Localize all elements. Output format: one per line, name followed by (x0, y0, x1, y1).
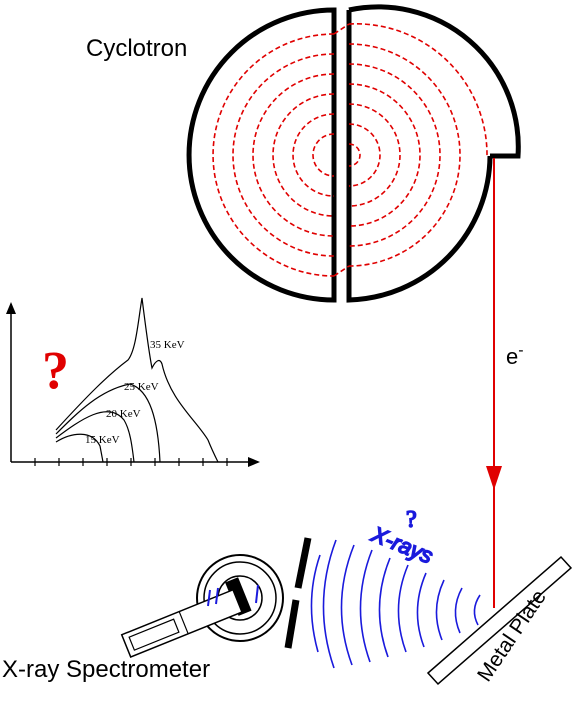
metal-plate-shape (426, 555, 573, 686)
spectrum-label-20kev: 20 KeV (106, 408, 141, 420)
electron-beam: e- (486, 158, 524, 608)
orbit-8 (348, 43, 461, 267)
inset-spectra (55, 297, 219, 463)
collimator-upper (294, 537, 312, 589)
xray-waves: X-rays ? (310, 506, 481, 669)
inset-x-arrow (248, 457, 260, 467)
inset-question-mark: ? (42, 340, 69, 400)
xray-wave-10 (310, 554, 321, 653)
electron-symbol: e (506, 344, 518, 369)
spectrum-curve-20kev (55, 411, 135, 463)
spectrum-inset: 15 KeV 20 KeV 25 KeV 35 KeV ? (6, 297, 260, 467)
spectrometer-inner-ring (203, 561, 277, 635)
orbit-5 (292, 113, 335, 197)
spectrometer-beam-3 (255, 584, 259, 604)
spectrum-label-15kev: 15 KeV (85, 434, 120, 446)
cyclotron: Cyclotron (86, 4, 521, 303)
cyclotron-right-dee (346, 4, 521, 303)
orbit-7 (348, 23, 488, 157)
spectrometer-outer-ring (196, 554, 284, 642)
xray-wave-4 (416, 572, 427, 648)
cyclotron-label: Cyclotron (86, 35, 187, 62)
orbit-3 (252, 73, 335, 237)
collimator (284, 537, 312, 649)
spectrum-curve-15kev (55, 433, 104, 463)
detector-arm-mark (178, 611, 189, 635)
cyclotron-orbits (212, 23, 488, 277)
orbit-11 (348, 103, 401, 207)
xrays-question-mark: ? (406, 507, 417, 533)
orbit-13 (348, 143, 361, 167)
spectrometer-beam-2 (207, 589, 211, 607)
spectrometer-detector-arm (120, 588, 243, 658)
xray-wave-9 (322, 539, 337, 669)
spectrometer-crystal (225, 577, 252, 616)
spectrum-label-25kev: 25 KeV (124, 381, 159, 393)
electron-label: e- (506, 342, 524, 369)
xray-wave-6 (378, 557, 391, 658)
orbit-10 (348, 83, 421, 227)
collimator-lower (284, 599, 300, 649)
orbit-14 (333, 23, 350, 35)
spectrometer-beam-lines (207, 584, 259, 607)
orbit-9 (348, 63, 441, 247)
orbit-1 (212, 33, 335, 277)
orbit-15 (333, 265, 350, 277)
xray-wave-3 (435, 579, 445, 641)
orbit-12 (348, 123, 381, 187)
xray-wave-1 (473, 594, 481, 626)
metal-plate: Metal Plate (426, 555, 573, 686)
spectrum-label-35kev: 35 KeV (150, 339, 185, 351)
orbit-6 (312, 133, 335, 177)
beam-arrowhead (486, 466, 502, 490)
detector-arm-inner (128, 618, 180, 651)
spectrometer-label: X-ray Spectrometer (2, 656, 210, 683)
xray-wave-8 (340, 544, 355, 666)
orbit-4 (272, 93, 335, 217)
spectrum-curve-25kev (55, 383, 161, 463)
orbit-2 (232, 53, 335, 257)
inset-y-arrow (6, 302, 16, 314)
xray-wave-7 (359, 549, 373, 663)
xray-wave-2 (454, 587, 463, 634)
xray-spectrometer: X-ray Spectrometer (2, 554, 284, 683)
xray-wave-5 (397, 564, 409, 653)
electron-charge: - (518, 342, 523, 359)
inset-x-ticks (34, 458, 228, 466)
spectrometer-beam-1 (215, 587, 219, 605)
cyclotron-left-dee (186, 7, 337, 303)
spectrum-curve-35kev (55, 297, 219, 463)
xrays-label: X-rays (367, 521, 436, 568)
